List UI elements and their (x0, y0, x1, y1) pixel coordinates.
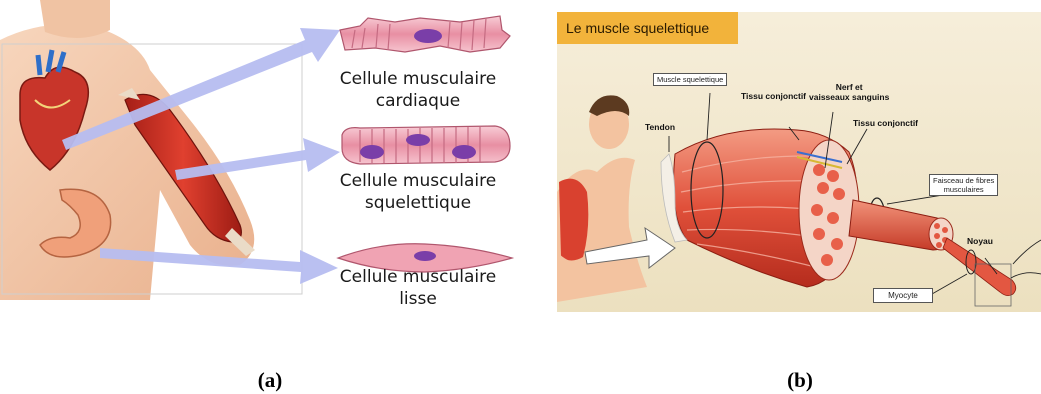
label-tendon: Tendon (645, 122, 675, 132)
caption-a: (a) (240, 368, 300, 392)
label-myocyte: Myocyte (873, 288, 933, 303)
skeletal-cell-icon (342, 126, 510, 164)
label-tissu-conjonctif-2: Tissu conjonctif (853, 118, 918, 128)
caption-b: (b) (770, 368, 830, 392)
label-nerf-vaisseaux: Nerf et vaisseaux sanguins (809, 82, 889, 102)
cardiac-cell-icon (340, 16, 510, 52)
label-cardiac-cell: Cellule musculaire cardiaque (318, 68, 518, 112)
panel-b-skeletal-muscle: Le muscle squelettique Muscle squelettiq… (557, 12, 1041, 312)
panel-a-muscle-types: Cellule musculaire cardiaque Cellule mus… (0, 0, 530, 330)
panel-b-title: Le muscle squelettique (557, 12, 738, 44)
label-faisceau-fibres: Faisceau de fibres musculaires (929, 174, 998, 196)
label-cardiac-line2: cardiaque (318, 90, 518, 112)
label-smooth-cell: Cellule musculaire lisse (318, 266, 518, 310)
label-smooth-line2: lisse (318, 288, 518, 310)
label-smooth-line1: Cellule musculaire (318, 266, 518, 288)
label-muscle-squelettique: Muscle squelettique (653, 73, 727, 86)
label-skeletal-line2: squelettique (318, 192, 518, 214)
label-cardiac-line1: Cellule musculaire (318, 68, 518, 90)
label-faisceau-line1: Faisceau de fibres (933, 176, 994, 185)
label-faisceau-line2: musculaires (933, 185, 994, 194)
panel-b-illustration (557, 12, 1041, 312)
label-nerf-line1: Nerf et (809, 82, 889, 92)
neck (40, 0, 110, 38)
label-skeletal-cell: Cellule musculaire squelettique (318, 170, 518, 214)
label-noyau: Noyau (967, 236, 993, 246)
label-nerf-line2: vaisseaux sanguins (809, 92, 889, 102)
label-skeletal-line1: Cellule musculaire (318, 170, 518, 192)
label-tissu-conjonctif-1: Tissu conjonctif (741, 91, 806, 101)
